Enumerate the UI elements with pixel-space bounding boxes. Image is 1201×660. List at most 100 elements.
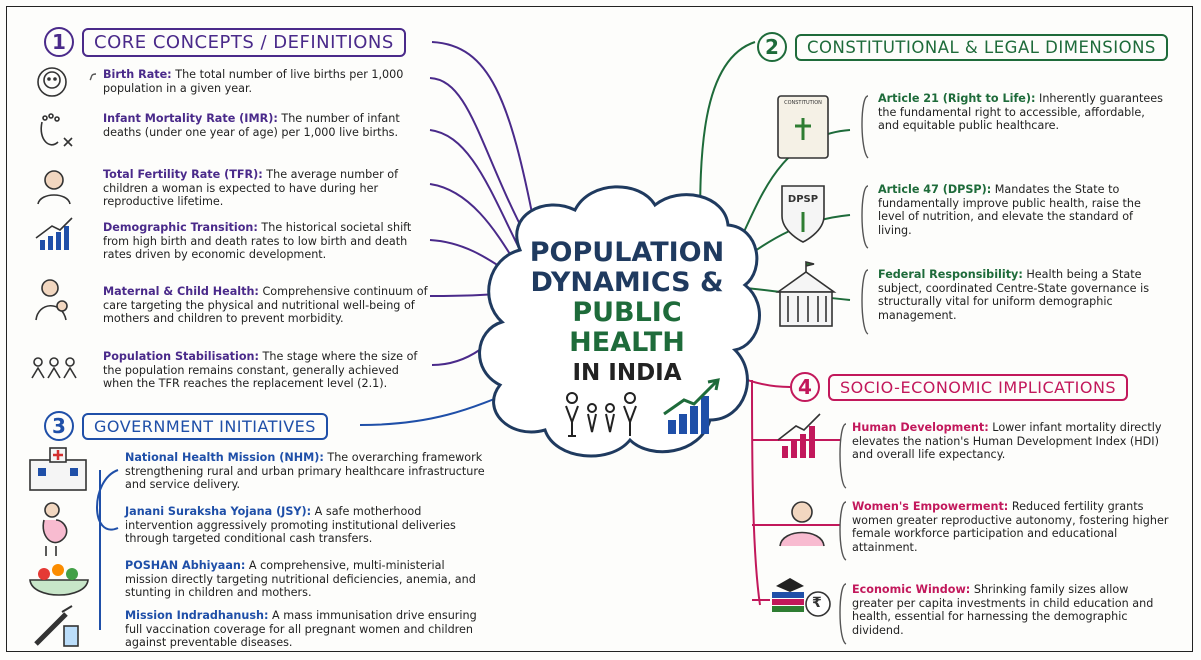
pregnant-woman-icon <box>42 502 68 556</box>
central-title: POPULATION DYNAMICS & PUBLIC HEALTH IN I… <box>512 238 742 388</box>
brace-s2-1 <box>861 95 869 159</box>
s3-item-1-text: The overarching framework strengthening … <box>125 451 485 492</box>
s4-item-1-title: Human Development: <box>852 421 989 434</box>
rupee-symbol: ₹ <box>812 595 822 611</box>
s4-item-womens-empowerment: Women's Empowerment: Reduced fertility g… <box>852 500 1172 554</box>
section-1-number: 1 <box>44 27 74 57</box>
section-3-title: GOVERNMENT INITIATIVES <box>82 412 328 440</box>
brace-s4-2 <box>839 501 847 561</box>
s2-item-federal: Federal Responsibility: Health being a S… <box>878 268 1163 322</box>
s4-item-2-title: Women's Empowerment: <box>852 500 1009 513</box>
brace-s4-1 <box>839 423 847 489</box>
food-bowl-icon <box>29 564 89 596</box>
s1-item-4-text: The historical societal shift from high … <box>103 221 412 262</box>
s3-item-poshan: POSHAN Abhiyaan: A comprehensive, multi-… <box>125 559 490 600</box>
s4-item-2-text: Reduced fertility grants women greater r… <box>852 500 1169 554</box>
s2-item-3-title: Federal Responsibility: <box>878 268 1023 281</box>
dpsp-label: DPSP <box>787 194 819 205</box>
hospital-icon <box>29 447 87 491</box>
section-4-header: 4 SOCIO-ECONOMIC IMPLICATIONS <box>790 372 1129 402</box>
s3-item-3-title: POSHAN Abhiyaan: <box>125 559 246 572</box>
s3-item-4-text: A mass immunisation drive ensuring full … <box>125 609 477 650</box>
s4-item-economic-window: Economic Window: Shrinking family sizes … <box>852 583 1172 637</box>
s1-item-population-stabilisation: Population Stabilisation: The stage wher… <box>103 350 428 391</box>
s1-item-mch: Maternal & Child Health: Comprehensive c… <box>103 285 428 326</box>
brace-s2-2 <box>861 185 869 249</box>
education-rupee-icon <box>772 578 831 617</box>
constitution-label: CONSTITUTION <box>784 100 822 106</box>
s3-item-2-text: A safe motherhood intervention aggressiv… <box>125 505 456 546</box>
s1-item-imr: Infant Mortality Rate (IMR): The number … <box>103 112 428 139</box>
connector-s4-head <box>741 377 791 388</box>
section-1-title: CORE CONCEPTS / DEFINITIONS <box>82 27 406 57</box>
brace-s4-3 <box>839 583 847 645</box>
growth-chart-icon <box>663 378 720 434</box>
brace-s2-3 <box>861 269 869 335</box>
connector-s1-i1 <box>429 77 529 241</box>
s1-item-tfr: Total Fertility Rate (TFR): The average … <box>103 168 428 209</box>
s2-item-2-text: Mandates the State to fundamentally impr… <box>878 183 1141 237</box>
dpsp-shield-icon <box>781 185 825 243</box>
s4-item-3-text: Shrinking family sizes allow greater per… <box>852 583 1154 637</box>
s4-item-human-development: Human Development: Lower infant mortalit… <box>852 421 1172 462</box>
s3-item-jsy: Janani Suraksha Yojana (JSY): A safe mot… <box>125 505 490 546</box>
s1-item-1-title: Birth Rate: <box>103 68 172 81</box>
s2-item-1-title: Article 21 (Right to Life): <box>878 92 1036 105</box>
central-cloud <box>478 185 761 458</box>
s2-item-article-47: Article 47 (DPSP): Mandates the State to… <box>878 183 1163 237</box>
s3-item-1-title: National Health Mission (NHM): <box>125 451 324 464</box>
family-icon <box>565 392 637 437</box>
s1-item-3-text: The average number of children a woman i… <box>103 168 399 209</box>
brace-s1-1 <box>89 73 97 81</box>
s3-item-nhm: National Health Mission (NHM): The overa… <box>125 451 490 492</box>
bar-growth-icon <box>35 217 73 250</box>
s1-item-1-text: The total number of live births per 1,00… <box>103 68 404 95</box>
baby-icon <box>37 67 67 97</box>
section-2-header: 2 CONSTITUTIONAL & LEGAL DIMENSIONS <box>757 32 1168 62</box>
s1-item-6-text: The stage where the size of the populati… <box>103 350 418 391</box>
s4-item-3-title: Economic Window: <box>852 583 971 596</box>
connector-s4-spine <box>751 379 761 606</box>
mother-child-icon <box>35 279 68 321</box>
population-group-icon <box>31 357 77 379</box>
section-2-number: 2 <box>757 32 787 62</box>
section-2-title: CONSTITUTIONAL & LEGAL DIMENSIONS <box>795 33 1168 61</box>
woman-icon <box>37 170 71 205</box>
connector-s1-head <box>431 41 536 229</box>
section-3-number: 3 <box>44 411 74 441</box>
s2-item-2-title: Article 47 (DPSP): <box>878 183 992 196</box>
page-border <box>6 6 1193 652</box>
s4-item-1-text: Lower infant mortality directly elevates… <box>852 421 1162 462</box>
center-line2: DYNAMICS & <box>530 267 724 298</box>
s1-item-demographic-transition: Demographic Transition: The historical s… <box>103 221 428 262</box>
s1-item-3-title: Total Fertility Rate (TFR): <box>103 168 263 181</box>
s1-item-6-title: Population Stabilisation: <box>103 350 259 363</box>
s1-item-5-title: Maternal & Child Health: <box>103 285 259 298</box>
constitution-book-icon <box>777 95 829 159</box>
s3-item-3-text: A comprehensive, multi-ministerial missi… <box>125 559 476 600</box>
s1-item-2-title: Infant Mortality Rate (IMR): <box>103 112 278 125</box>
s1-item-4-title: Demographic Transition: <box>103 221 258 234</box>
foot-cross-icon <box>40 113 73 147</box>
connector-s1-i2 <box>429 129 521 251</box>
center-line1: POPULATION <box>529 237 725 268</box>
s1-item-2-text: The number of infant deaths (under one y… <box>103 112 400 139</box>
section-1-header: 1 CORE CONCEPTS / DEFINITIONS <box>44 27 406 57</box>
connector-s3-i1 <box>96 469 119 531</box>
s2-item-3-text: Health being a State subject, coordinate… <box>878 268 1150 322</box>
parliament-building-icon <box>775 260 837 327</box>
s3-item-2-title: Janani Suraksha Yojana (JSY): <box>125 505 312 518</box>
s2-item-1-text: Inherently guarantees the fundamental ri… <box>878 92 1163 133</box>
s1-item-birth-rate: Birth Rate: The total number of live bir… <box>103 68 428 95</box>
hdi-chart-icon <box>777 413 821 458</box>
empowered-woman-icon <box>779 501 825 547</box>
s3-item-indradhanush: Mission Indradhanush: A mass immunisatio… <box>125 609 490 650</box>
section-4-number: 4 <box>790 372 820 402</box>
section-4-title: SOCIO-ECONOMIC IMPLICATIONS <box>828 373 1129 401</box>
center-line4: IN INDIA <box>572 360 682 386</box>
s2-item-article-21: Article 21 (Right to Life): Inherently g… <box>878 92 1163 133</box>
center-line3: PUBLIC HEALTH <box>569 297 685 358</box>
s1-item-5-text: Comprehensive continuum of care targetin… <box>103 285 428 326</box>
s3-item-4-title: Mission Indradhanush: <box>125 609 269 622</box>
